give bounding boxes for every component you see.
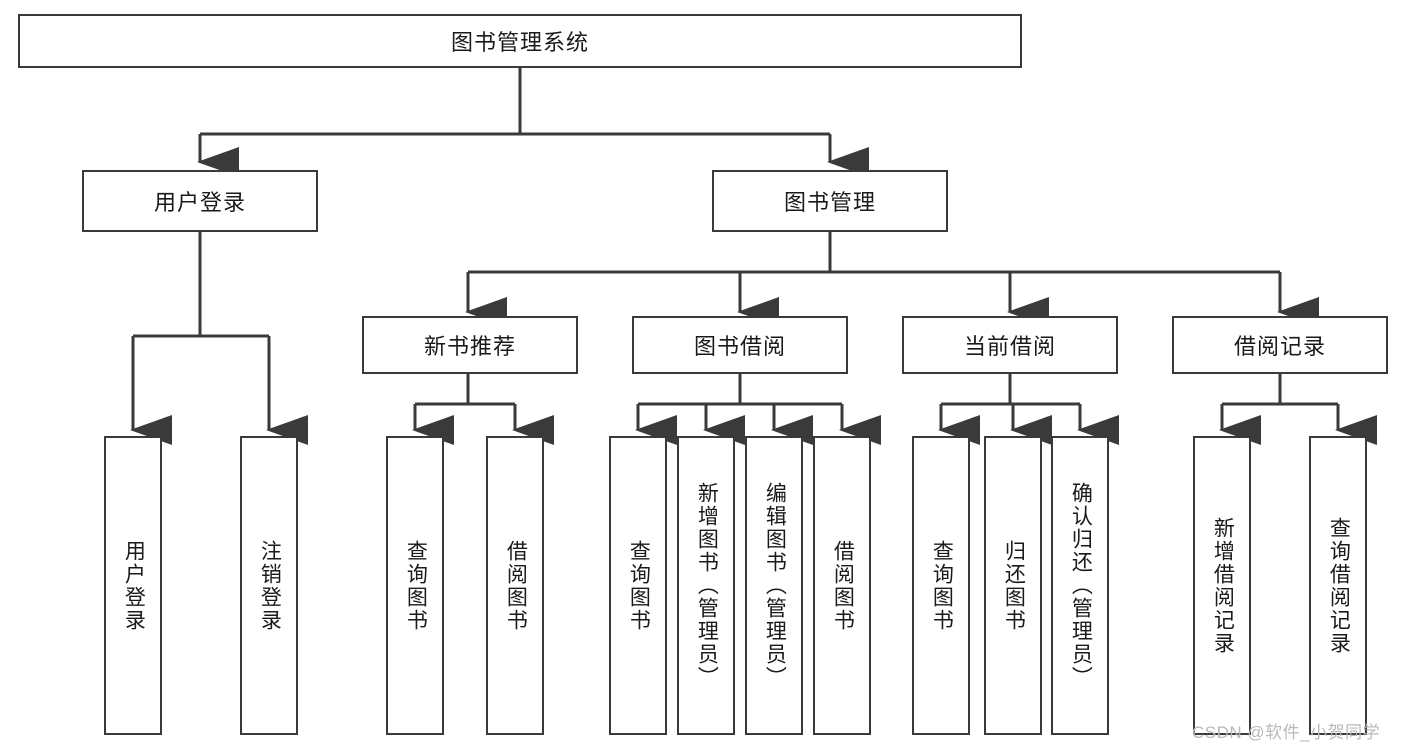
- node-borrow-record[interactable]: 借阅记录: [1172, 316, 1388, 374]
- node-user-login[interactable]: 用户登录: [82, 170, 318, 232]
- node-label: 注销登录: [258, 539, 282, 632]
- node-label: 查询图书: [404, 539, 428, 632]
- leaf-borrow-record-add[interactable]: 新增借阅记录: [1193, 436, 1251, 735]
- node-label: 用户登录: [122, 539, 146, 632]
- node-label: 借阅图书: [831, 539, 855, 632]
- leaf-user-login-logout[interactable]: 注销登录: [240, 436, 298, 735]
- leaf-new-book-query[interactable]: 查询图书: [386, 436, 444, 735]
- node-label: 当前借阅: [963, 334, 1056, 359]
- node-label: 借阅图书: [504, 539, 528, 632]
- leaf-new-book-borrow[interactable]: 借阅图书: [486, 436, 544, 735]
- node-book-management[interactable]: 图书管理: [712, 170, 948, 232]
- node-label: 查询图书: [627, 539, 651, 632]
- leaf-borrow-record-query[interactable]: 查询借阅记录: [1309, 436, 1367, 735]
- node-label: 图书管理: [783, 190, 876, 215]
- leaf-current-borrow-confirm-return[interactable]: 确认归还（管理员）: [1051, 436, 1109, 735]
- leaf-book-borrow-query[interactable]: 查询图书: [609, 436, 667, 735]
- csdn-watermark: CSDN @软件_小贺同学: [1192, 723, 1381, 742]
- node-label: 编辑图书（管理员）: [763, 482, 787, 689]
- node-label: 新增图书（管理员）: [695, 482, 719, 689]
- node-label: 借阅记录: [1233, 334, 1326, 359]
- node-book-borrow[interactable]: 图书借阅: [632, 316, 848, 374]
- leaf-book-borrow-edit[interactable]: 编辑图书（管理员）: [745, 436, 803, 735]
- node-label: 新增借阅记录: [1211, 516, 1235, 655]
- node-root-system[interactable]: 图书管理系统: [18, 14, 1022, 68]
- node-label: 查询借阅记录: [1327, 516, 1351, 655]
- leaf-current-borrow-return[interactable]: 归还图书: [984, 436, 1042, 735]
- leaf-book-borrow-borrow[interactable]: 借阅图书: [813, 436, 871, 735]
- node-label: 图书借阅: [693, 334, 786, 359]
- node-label: 新书推荐: [423, 334, 516, 359]
- node-label: 图书管理系统: [450, 30, 589, 55]
- leaf-current-borrow-query[interactable]: 查询图书: [912, 436, 970, 735]
- node-label: 归还图书: [1002, 539, 1026, 632]
- node-label: 查询图书: [930, 539, 954, 632]
- leaf-book-borrow-add[interactable]: 新增图书（管理员）: [677, 436, 735, 735]
- node-label: 用户登录: [153, 190, 246, 215]
- node-current-borrow[interactable]: 当前借阅: [902, 316, 1118, 374]
- leaf-user-login-login[interactable]: 用户登录: [104, 436, 162, 735]
- node-new-book-recommend[interactable]: 新书推荐: [362, 316, 578, 374]
- node-label: 确认归还（管理员）: [1069, 482, 1093, 689]
